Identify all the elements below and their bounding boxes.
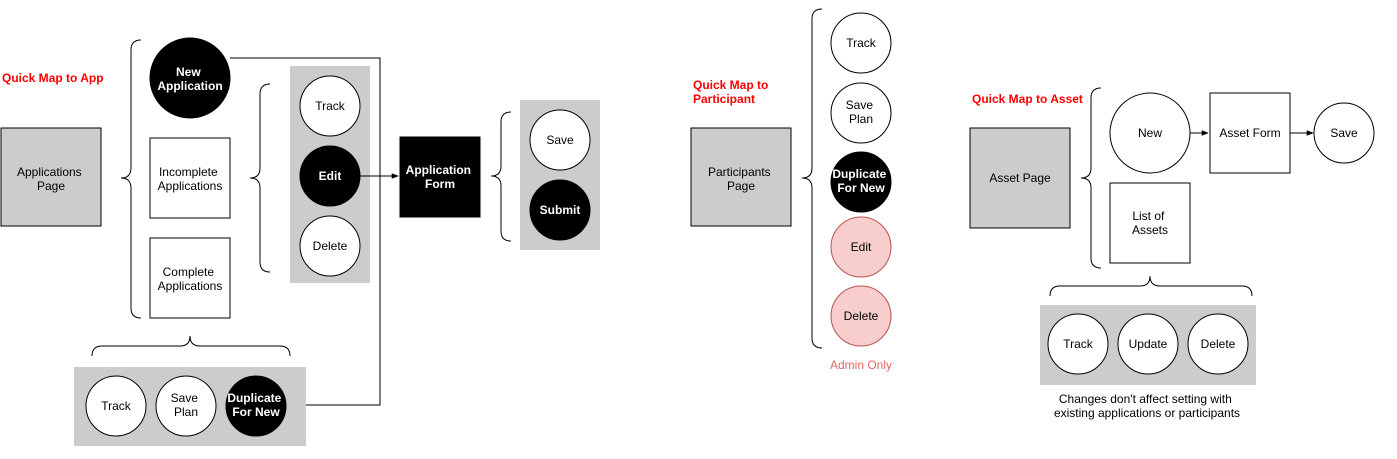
svg-text:Quick Map to Participant: Quick Map to Participant <box>693 78 772 106</box>
submit-label: Submit <box>540 203 581 217</box>
asset-map-section: Quick Map to Asset Asset Page New Asset … <box>969 87 1375 420</box>
asset-actions-brace <box>1080 87 1102 269</box>
app-main-brace <box>120 39 142 319</box>
participant-duplicate-label-line2: For New <box>837 181 885 195</box>
asset-track-node[interactable]: Track <box>1047 313 1109 375</box>
bottom-duplicate-label-line1: Duplicate <box>227 391 281 405</box>
applications-page-label-line1: Applications <box>17 165 82 179</box>
asset-form-node[interactable]: Asset Form <box>1209 92 1291 174</box>
participant-duplicate-label-line1: Duplicate <box>832 167 886 181</box>
svg-text:Save Plan: Save Plan <box>171 391 202 419</box>
svg-text:Incomplete Application: Incomplete Applications <box>158 165 223 193</box>
asset-update-label: Update <box>1129 337 1168 351</box>
participant-save-plan-label-line2: Plan <box>849 112 873 126</box>
participant-map-title-line2: Participant <box>693 92 755 106</box>
svg-text:Duplicate For New: Duplicate For New <box>832 167 889 195</box>
asset-note-line2: existing applications or participants <box>1054 406 1240 420</box>
asset-map-title: Quick Map to Asset <box>972 92 1083 106</box>
new-application-node[interactable]: New Application <box>149 37 231 119</box>
track-label: Track <box>315 99 346 113</box>
complete-applications-node[interactable]: Complete Applications <box>149 237 231 319</box>
asset-delete-node[interactable]: Delete <box>1187 313 1249 375</box>
participant-edit-node[interactable]: Edit <box>830 216 892 278</box>
edit-label: Edit <box>319 169 342 183</box>
svg-text:Save Plan: Save Plan <box>846 98 877 126</box>
bottom-track-label: Track <box>101 399 132 413</box>
participant-track-node[interactable]: Track <box>830 12 892 74</box>
bottom-save-plan-node[interactable]: Save Plan <box>155 375 217 437</box>
participants-page-label-line2: Page <box>727 179 755 193</box>
bottom-save-plan-label-line1: Save <box>171 391 199 405</box>
participant-edit-label: Edit <box>851 240 872 254</box>
svg-text:Application Form: Application Form <box>406 163 475 191</box>
applications-page-label-line2: Page <box>37 179 65 193</box>
bottom-duplicate-label-line2: For New <box>232 405 280 419</box>
asset-new-label: New <box>1138 126 1162 140</box>
delete-label: Delete <box>313 239 348 253</box>
participant-map-title-line1: Quick Map to <box>693 78 768 92</box>
asset-note-line1: Changes don't affect setting with <box>1059 392 1232 406</box>
application-form-label-line1: Application <box>406 163 471 177</box>
svg-text:Duplicate For New: Duplicate For New <box>227 391 284 419</box>
participant-duplicate-node[interactable]: Duplicate For New <box>830 151 892 213</box>
participant-track-label: Track <box>846 36 877 50</box>
participant-save-plan-node[interactable]: Save Plan <box>830 82 892 144</box>
participant-delete-node[interactable]: Delete <box>830 285 892 347</box>
asset-list-actions-brace <box>1049 275 1253 297</box>
svg-text:Changes don't affect setting w: Changes don't affect setting with existi… <box>1054 392 1240 420</box>
submit-node[interactable]: Submit <box>529 179 591 241</box>
bottom-duplicate-node[interactable]: Duplicate For New <box>225 375 287 437</box>
app-map-title: Quick Map to App <box>2 71 104 85</box>
new-application-label-line2: Application <box>157 79 222 93</box>
asset-form-label: Asset Form <box>1219 126 1280 140</box>
asset-save-node[interactable]: Save <box>1313 102 1375 164</box>
admin-only-note: Admin Only <box>830 358 892 372</box>
application-form-node[interactable]: Application Form <box>399 136 481 218</box>
applications-page-node[interactable]: Applications Page <box>0 127 102 227</box>
participants-page-node[interactable]: Participants Page <box>690 127 792 227</box>
complete-actions-brace <box>91 335 291 357</box>
participant-delete-label: Delete <box>844 309 879 323</box>
svg-text:Participants Page: Participants Page <box>708 165 774 193</box>
participant-actions-brace <box>801 8 823 349</box>
complete-applications-label-line2: Applications <box>158 279 223 293</box>
asset-page-node[interactable]: Asset Page <box>969 127 1071 229</box>
participant-map-section: Quick Map to Participant Participants Pa… <box>690 8 892 372</box>
edit-node[interactable]: Edit <box>299 145 361 207</box>
asset-new-node[interactable]: New <box>1109 92 1191 174</box>
list-of-assets-label-line2: Assets <box>1132 223 1168 237</box>
asset-track-label: Track <box>1063 337 1094 351</box>
bottom-save-plan-label-line2: Plan <box>174 405 198 419</box>
incomplete-applications-label-line2: Applications <box>158 179 223 193</box>
list-of-assets-node[interactable]: List of Assets <box>1109 182 1191 264</box>
track-node[interactable]: Track <box>299 75 361 137</box>
incomplete-applications-node[interactable]: Incomplete Applications <box>149 137 231 219</box>
incomplete-applications-label-line1: Incomplete <box>159 165 218 179</box>
asset-save-label: Save <box>1330 126 1358 140</box>
svg-text:Complete Applications: Complete Applications <box>158 265 223 293</box>
asset-update-node[interactable]: Update <box>1117 313 1179 375</box>
svg-text:List of Assets: List of Assets <box>1132 209 1168 237</box>
asset-delete-label: Delete <box>1201 337 1236 351</box>
save-node[interactable]: Save <box>529 109 591 171</box>
application-form-label-line2: Form <box>425 177 455 191</box>
incomplete-actions-brace <box>249 83 271 273</box>
asset-page-label: Asset Page <box>989 171 1051 185</box>
list-of-assets-label-line1: List of <box>1132 209 1165 223</box>
form-actions-brace <box>490 111 512 242</box>
new-application-label-line1: New <box>176 65 201 79</box>
svg-text:New Application: New Application <box>157 65 222 93</box>
bottom-track-node[interactable]: Track <box>85 375 147 437</box>
new-application-to-form-line <box>230 57 381 406</box>
svg-text:Applications Page: Applications Page <box>17 165 85 193</box>
app-map-section: Quick Map to App Applications Page New A… <box>0 37 600 446</box>
delete-node[interactable]: Delete <box>299 215 361 277</box>
participants-page-label-line1: Participants <box>708 165 771 179</box>
participant-save-plan-label-line1: Save <box>846 98 874 112</box>
complete-applications-label-line1: Complete <box>163 265 215 279</box>
save-label: Save <box>546 133 574 147</box>
